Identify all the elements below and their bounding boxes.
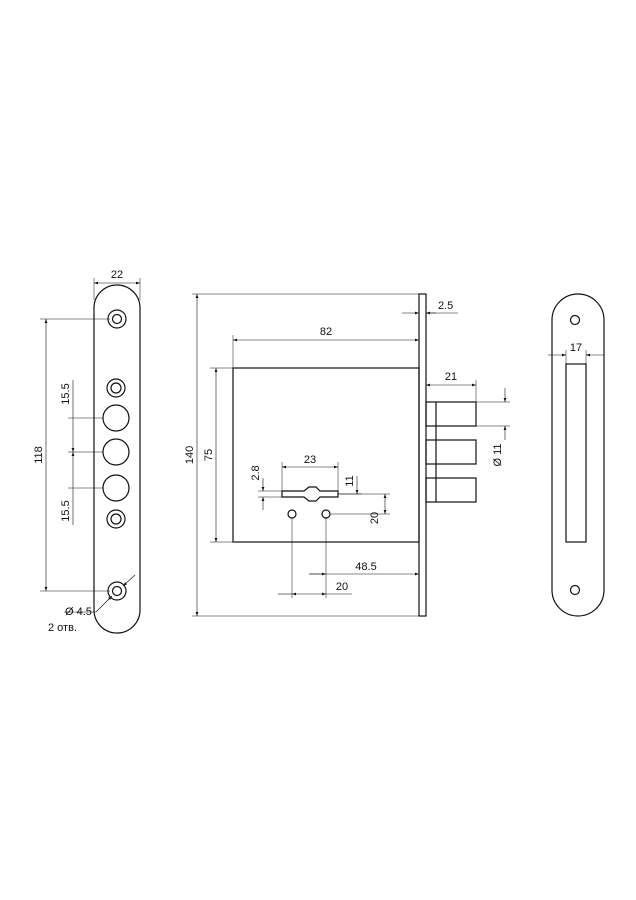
dim-front-height: 118: [33, 446, 45, 464]
side-keyway-slot: [281, 486, 339, 502]
front-upper-small-hole-inner: [110, 382, 122, 394]
dim-bolt-diameter: Ø 11: [492, 443, 504, 466]
dim-front-width: 22: [111, 269, 123, 281]
front-upper-small-hole: [106, 378, 126, 398]
strike-bottom-hole: [569, 584, 581, 596]
dim-spacing-upper: 15.5: [60, 383, 72, 404]
side-faceplate: [418, 293, 427, 617]
dim-overall-height: 140: [184, 446, 196, 464]
dim-faceplate-thickness: 2.5: [438, 300, 453, 312]
dim-body-height: 75: [203, 449, 215, 461]
side-pin-left: [287, 509, 297, 519]
front-bolt-hole-3: [102, 474, 130, 502]
strike-plate-view: 17: [548, 293, 605, 617]
dim-strike-width: 17: [570, 342, 582, 354]
front-bottom-mount-hole-inner: [111, 585, 123, 597]
side-bolt-3: [425, 477, 477, 503]
side-bolt-1: [425, 401, 477, 427]
dim-bolt-throw: 21: [445, 371, 457, 383]
dim-spacing-lower: 15.5: [60, 500, 72, 521]
dim-pin-vertical: 20: [369, 512, 381, 524]
front-top-mount-hole: [107, 309, 127, 329]
strike-top-hole: [569, 314, 581, 326]
front-bolt-hole-2: [102, 438, 130, 466]
dim-mount-hole-count: 2 отв.: [48, 622, 77, 634]
dim-backset: 48.5: [355, 561, 376, 573]
side-pin-right: [321, 509, 331, 519]
dim-mount-hole-diameter: Ø 4.5: [65, 606, 92, 618]
side-lock-body: [232, 367, 420, 543]
dim-keyway-height: 2.8: [250, 465, 262, 480]
dim-pin-spacing: 20: [336, 581, 348, 593]
dim-keyway-offset: 11: [344, 475, 356, 486]
front-lower-small-hole: [106, 509, 126, 529]
front-bolt-hole-1: [102, 404, 130, 432]
side-bolt-2: [425, 439, 477, 465]
front-faceplate-outline: [93, 284, 141, 634]
side-view: 140 2.5 82 75 21 Ø 11 23: [184, 293, 510, 617]
dim-body-width: 82: [320, 326, 332, 338]
front-lower-small-hole-inner: [110, 513, 122, 525]
strike-plate-outline: [551, 293, 605, 617]
front-top-mount-hole-inner: [111, 313, 123, 325]
front-view: 22 118 15.5 15.5 Ø 4.5 2 отв.: [33, 269, 141, 634]
dim-keyway-width: 23: [304, 454, 316, 466]
strike-opening: [565, 363, 587, 543]
